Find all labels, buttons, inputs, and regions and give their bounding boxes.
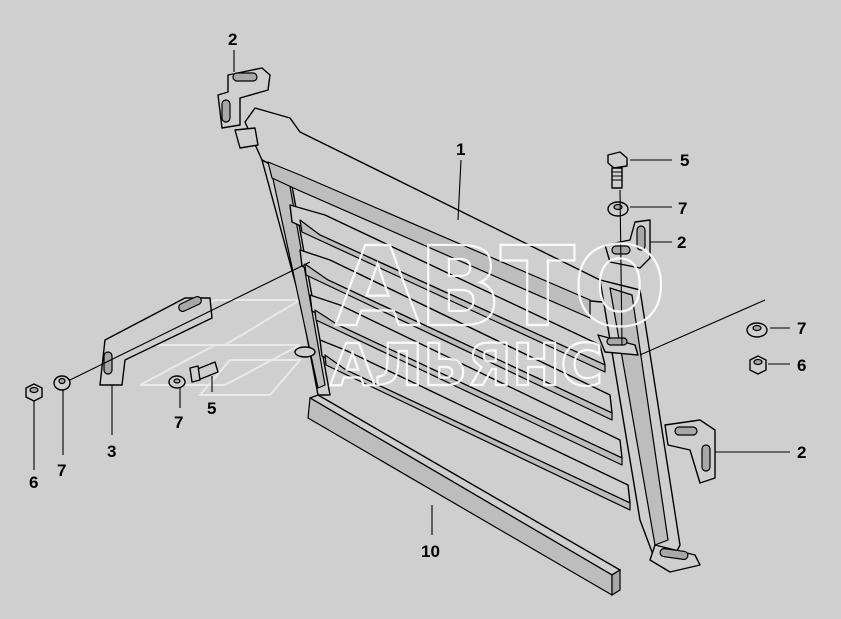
callout-1: 1 bbox=[456, 140, 465, 159]
callout-7-right: 7 bbox=[797, 319, 806, 338]
bracket-top-left bbox=[217, 67, 271, 129]
bracket-low-right bbox=[664, 419, 716, 484]
bolt-left bbox=[189, 361, 219, 383]
washer-left bbox=[53, 375, 71, 391]
leader-lines bbox=[33, 50, 790, 535]
bracket-mid-right bbox=[604, 219, 651, 269]
radiator-grille-frame bbox=[234, 107, 701, 573]
callout-7-left-mid: 7 bbox=[174, 413, 183, 432]
foam-seal-strip bbox=[307, 394, 621, 597]
watermark-text-line1: АВТО bbox=[335, 223, 665, 351]
callout-5-left: 5 bbox=[207, 399, 216, 418]
callout-6-right: 6 bbox=[797, 356, 806, 375]
callout-3: 3 bbox=[107, 442, 116, 461]
nut-right bbox=[749, 355, 767, 375]
washer-top bbox=[607, 201, 629, 217]
washer-right bbox=[746, 322, 768, 338]
callout-6-left: 6 bbox=[29, 473, 38, 492]
callout-2-mid-right: 2 bbox=[677, 233, 686, 252]
nut-left bbox=[25, 383, 43, 402]
washer-left-mid bbox=[168, 375, 186, 389]
callout-5-top: 5 bbox=[680, 151, 689, 170]
callout-2-low-right: 2 bbox=[797, 443, 806, 462]
callout-2-top-left: 2 bbox=[228, 30, 237, 49]
bolt-top bbox=[607, 151, 628, 189]
callout-7-top: 7 bbox=[678, 199, 687, 218]
watermark-text-line2: АЛЬЯНС bbox=[330, 331, 603, 399]
callout-10: 10 bbox=[421, 542, 440, 561]
callout-7-left: 7 bbox=[57, 461, 66, 480]
